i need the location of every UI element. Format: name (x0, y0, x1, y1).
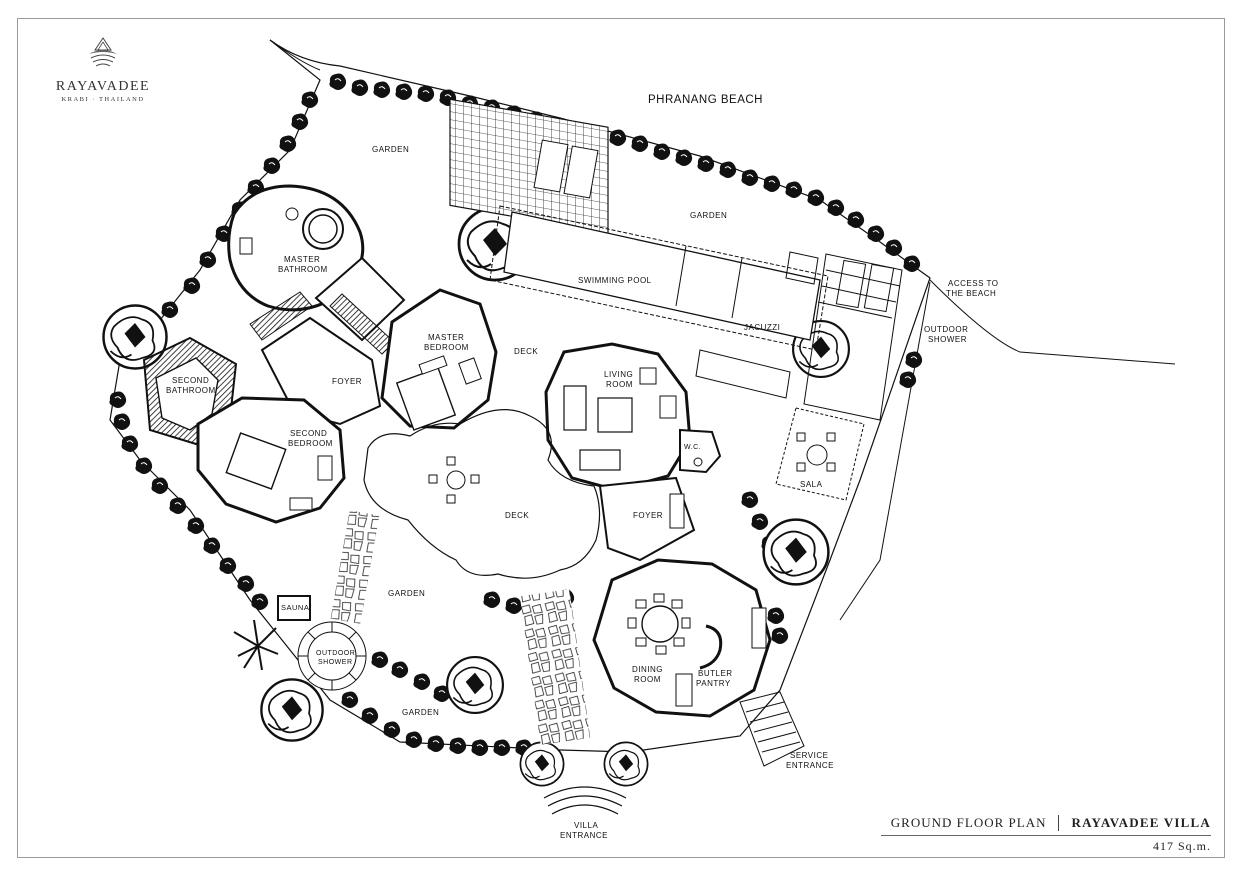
label-phranang-beach: PHRANANG BEACH (648, 94, 763, 106)
label-second-bathroom-1: SECOND (172, 376, 209, 385)
plan-title: GROUND FLOOR PLAN (890, 815, 1047, 830)
label-master-bathroom-1: MASTER (284, 255, 320, 264)
label-dining-room-2: ROOM (634, 675, 661, 684)
left-foyer (249, 291, 382, 426)
label-wc: W.C. (684, 444, 701, 451)
label-outdoor-shower-left-1: OUTDOOR (316, 650, 355, 657)
title-underline (880, 835, 1211, 836)
label-foyer-right: FOYER (633, 511, 663, 520)
label-swimming-pool: SWIMMING POOL (578, 276, 652, 285)
label-sala: SALA (800, 480, 823, 489)
label-foyer-left: FOYER (332, 377, 362, 386)
swimming-pool (489, 205, 829, 351)
label-living-room-2: ROOM (606, 380, 633, 389)
label-service-entrance-2: ENTRANCE (786, 761, 834, 770)
label-jacuzzi: JACUZZI (744, 323, 780, 332)
palm-tree-icon (233, 619, 279, 671)
label-deck-top: DECK (514, 347, 538, 356)
label-outdoor-shower-right-2: SHOWER (928, 335, 967, 344)
label-master-bedroom-2: BEDROOM (424, 343, 469, 352)
label-second-bedroom-2: BEDROOM (288, 439, 333, 448)
wc (679, 428, 722, 474)
label-garden-top-left: GARDEN (372, 145, 409, 154)
title-separator (1058, 815, 1060, 831)
label-outdoor-shower-left-2: SHOWER (318, 659, 353, 666)
label-second-bedroom-1: SECOND (290, 429, 327, 438)
living-room (544, 342, 692, 492)
sun-loungers (533, 139, 895, 313)
label-garden-top-right: GARDEN (690, 211, 727, 220)
master-bedroom (380, 288, 498, 431)
label-dining-room-1: DINING (632, 665, 663, 674)
label-access-2: THE BEACH (946, 289, 996, 298)
floor-area: 417 Sq.m. (1152, 839, 1211, 853)
label-sauna: SAUNA (281, 603, 309, 612)
deck-table-set (428, 456, 480, 504)
label-master-bathroom-2: BATHROOM (278, 265, 328, 274)
villa-name: RAYAVADEE VILLA (1071, 815, 1211, 830)
beach-path (929, 279, 1176, 365)
stepping-stones-right (519, 589, 591, 745)
label-master-bedroom-1: MASTER (428, 333, 464, 342)
label-second-bathroom-2: BATHROOM (166, 386, 216, 395)
label-access-1: ACCESS TO (948, 279, 998, 288)
master-bathroom (227, 184, 365, 312)
brand-name: RAYAVADEE (55, 79, 151, 94)
label-garden-middle: GARDEN (388, 589, 425, 598)
brand-location: KRABI · THAILAND (61, 96, 145, 103)
pool-stairs (695, 251, 903, 421)
label-deck-middle: DECK (505, 511, 529, 520)
right-foyer (598, 476, 696, 562)
page-frame (17, 18, 1225, 858)
deck-curvy (363, 409, 601, 579)
label-butler-pantry-2: PANTRY (696, 679, 731, 688)
master-corridor (314, 256, 406, 355)
label-outdoor-shower-right-1: OUTDOOR (924, 325, 968, 334)
title-block: GROUND FLOOR PLAN RAYAVADEE VILLA 417 Sq… (880, 815, 1211, 853)
brand-logo: RAYAVADEE KRABI · THAILAND (38, 36, 168, 103)
label-butler-pantry-1: BUTLER (698, 669, 733, 678)
second-bedroom (196, 396, 346, 524)
sauna (277, 595, 311, 621)
villa-entrance-steps (543, 786, 627, 815)
label-villa-entrance-1: VILLA (574, 821, 598, 830)
stepping-stones-left (330, 510, 380, 624)
label-service-entrance-1: SERVICE (790, 751, 828, 760)
sala (775, 407, 865, 501)
service-stairs (739, 691, 805, 767)
logo-emblem-icon (89, 37, 117, 67)
dining-room (592, 558, 772, 718)
outdoor-shower-left (297, 621, 367, 691)
label-villa-entrance-2: ENTRANCE (560, 831, 608, 840)
label-garden-bottom: GARDEN (402, 708, 439, 717)
label-living-room-1: LIVING (604, 370, 633, 379)
